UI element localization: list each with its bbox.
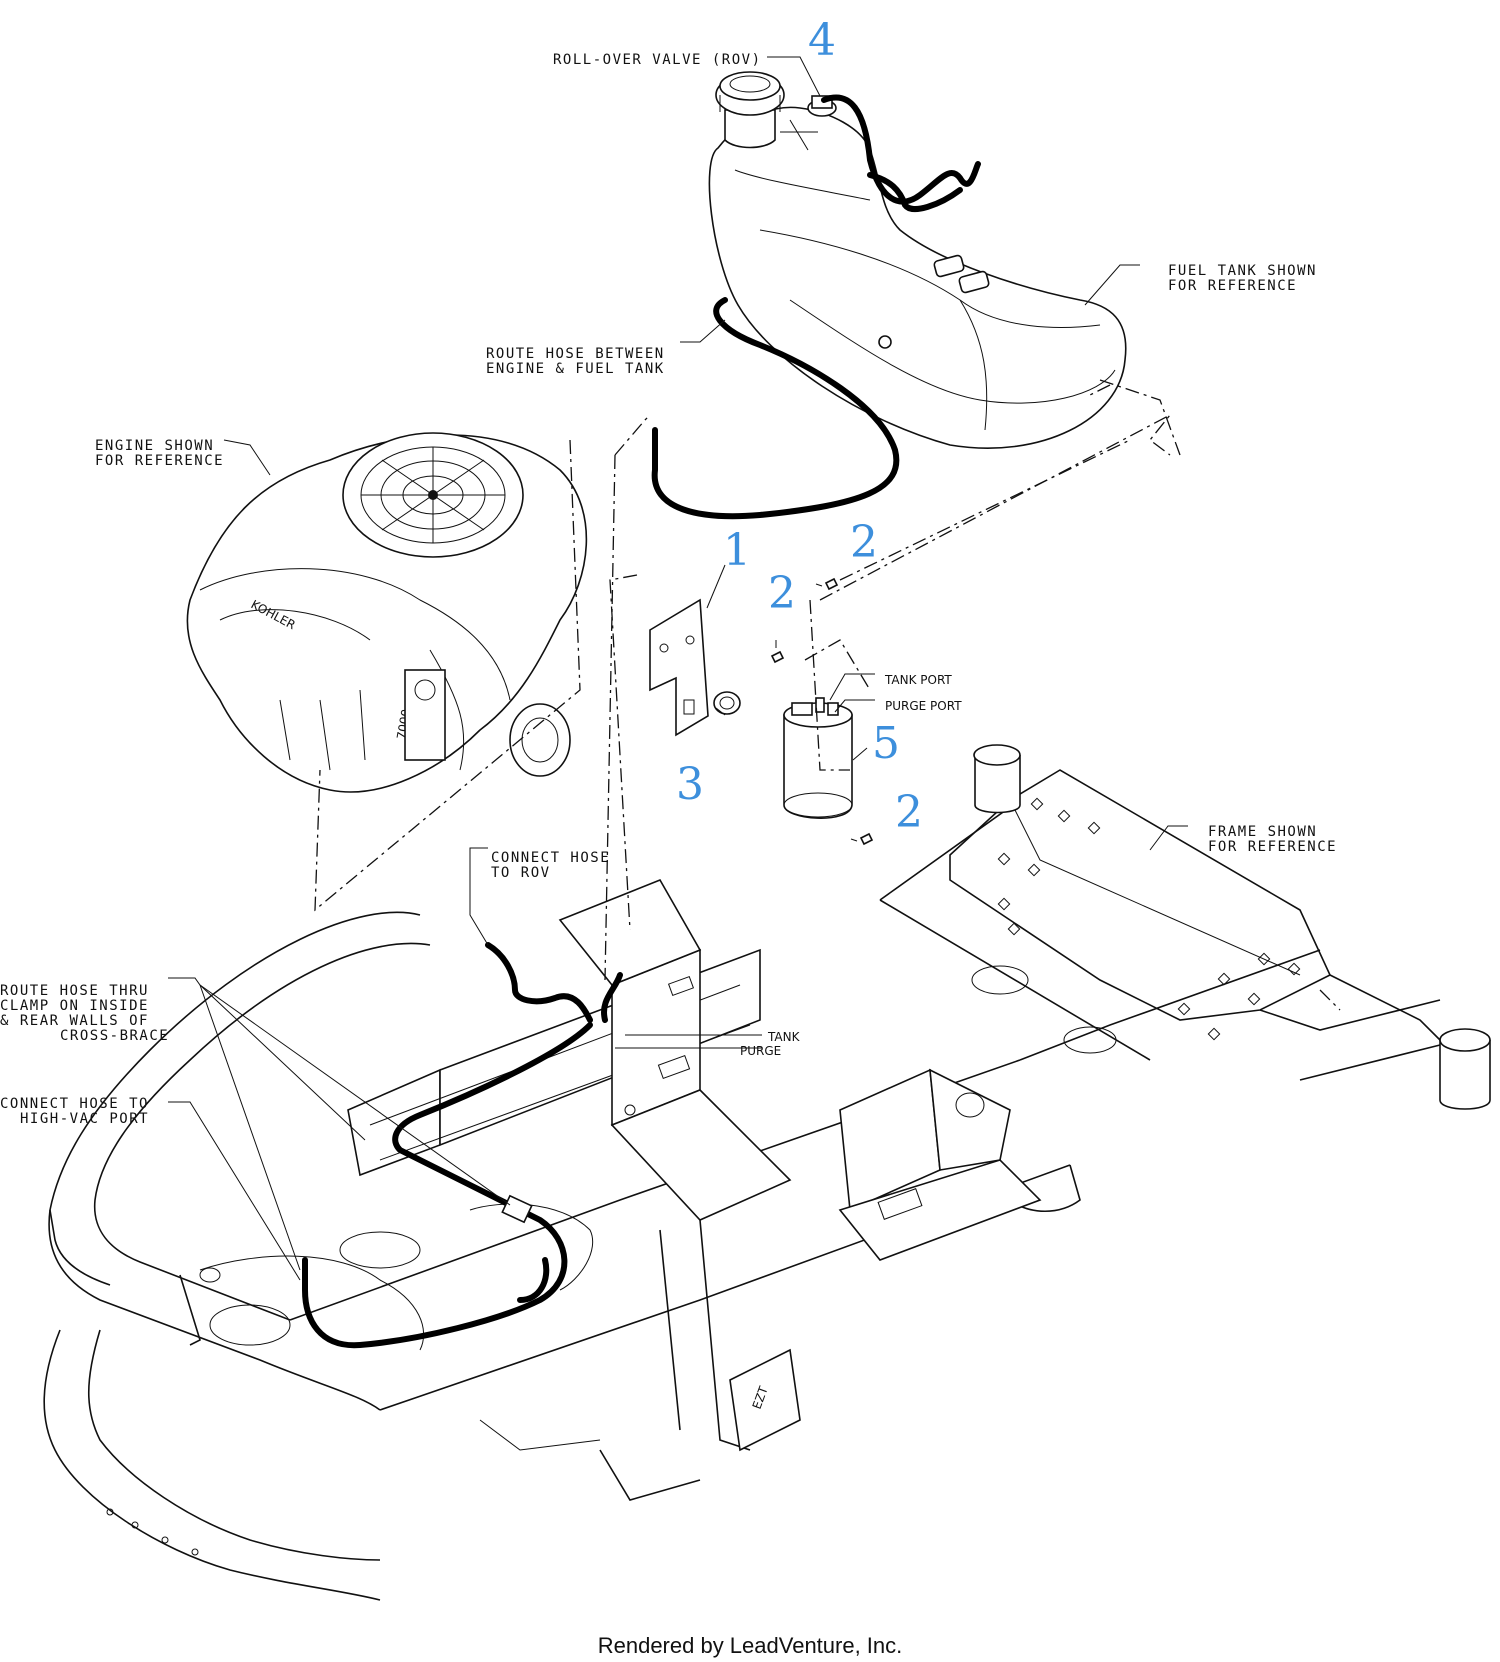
- purge-label: PURGE: [740, 1044, 781, 1058]
- screws: [770, 577, 874, 846]
- fuel-tank-label-1: FUEL TANK SHOWN: [1168, 263, 1317, 279]
- footer-credit: Rendered by LeadVenture, Inc.: [598, 1633, 903, 1658]
- engine: KOHLER 7000: [186, 432, 588, 793]
- assembly-lines: [314, 379, 1341, 1011]
- purge-port-label: PURGE PORT: [885, 699, 962, 713]
- frame-label-1: FRAME SHOWN: [1208, 824, 1317, 840]
- connect-vac-label-2: HIGH-VAC PORT: [20, 1111, 149, 1127]
- tank-port-label: TANK PORT: [884, 673, 952, 687]
- frame-label-2: FOR REFERENCE: [1208, 839, 1337, 855]
- frame: EZT: [43, 744, 1491, 1601]
- route-thru-label-1: ROUTE HOSE THRU: [0, 983, 149, 999]
- leader-lines: [168, 56, 1188, 1281]
- connect-rov-label-1: CONNECT HOSE: [491, 850, 610, 866]
- route-thru-label-4: CROSS-BRACE: [60, 1028, 169, 1044]
- fuel-tank-label-2: FOR REFERENCE: [1168, 278, 1297, 294]
- charcoal-canister: [783, 697, 853, 819]
- vent-hoses: [302, 94, 981, 1349]
- callout-2-upper-right: 2: [850, 517, 878, 568]
- tank-label: TANK: [767, 1030, 801, 1044]
- connect-rov-label-2: TO ROV: [491, 865, 551, 881]
- engine-label-2: FOR REFERENCE: [95, 453, 224, 469]
- callout-2-lower: 2: [895, 787, 923, 838]
- callout-5: 5: [872, 718, 900, 769]
- fuel-tank: [708, 71, 1127, 449]
- canister-bracket: [649, 598, 709, 737]
- callout-1: 1: [723, 525, 751, 576]
- deck-holes: [997, 797, 1301, 1041]
- rov-label: ROLL-OVER VALVE (ROV): [553, 52, 762, 68]
- grommet: [713, 691, 741, 715]
- callout-2-upper-left: 2: [768, 568, 796, 619]
- callout-4: 4: [808, 15, 836, 66]
- route-hose-label-1: ROUTE HOSE BETWEEN: [486, 346, 665, 362]
- route-hose-label-2: ENGINE & FUEL TANK: [486, 361, 665, 377]
- route-thru-label-2: CLAMP ON INSIDE: [0, 998, 149, 1014]
- callout-3: 3: [676, 759, 704, 810]
- connect-vac-label-1: CONNECT HOSE TO: [0, 1096, 149, 1112]
- route-thru-label-3: & REAR WALLS OF: [0, 1013, 149, 1029]
- engine-label-1: ENGINE SHOWN: [95, 438, 214, 454]
